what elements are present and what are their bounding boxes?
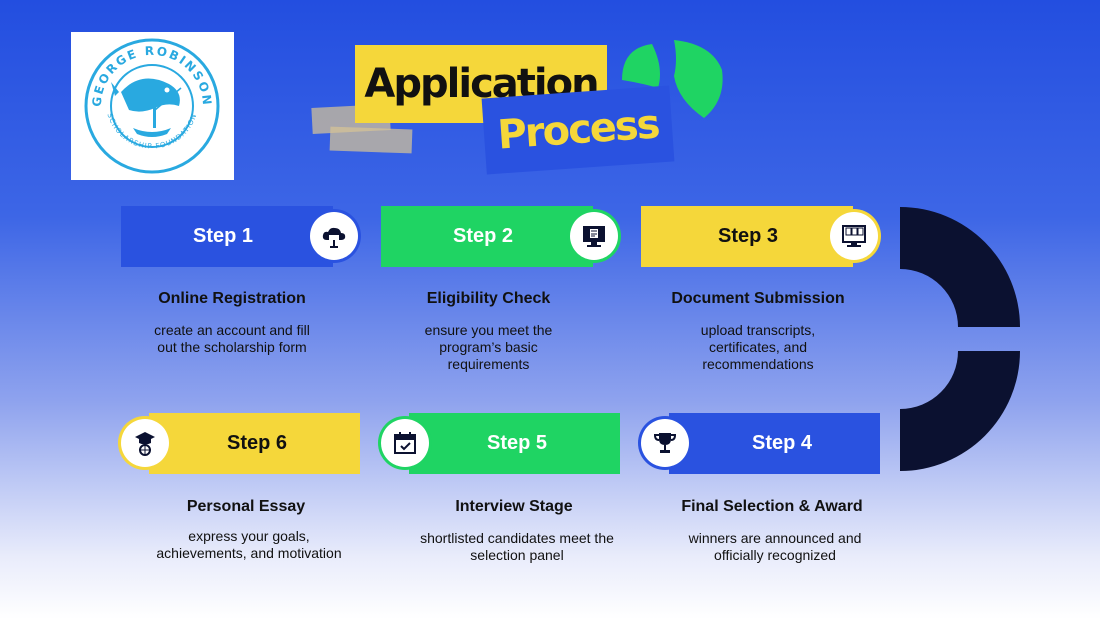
logo-text-bottom: SCHOLARSHIP FOUNDATION — [106, 112, 199, 150]
monitor-documents-icon — [830, 212, 878, 260]
fish-icon — [111, 78, 182, 137]
trophy-icon — [641, 419, 689, 467]
step-1-banner: Step 1 — [121, 206, 361, 267]
step-4-label: Step 4 — [751, 432, 813, 454]
step-5-banner: Step 5 — [378, 413, 621, 474]
step-4-description: winners are announced and officially rec… — [688, 530, 862, 563]
calendar-icon — [381, 419, 429, 467]
step-4-banner: Step 4 — [638, 413, 881, 474]
step-3-description: upload transcripts, certificates, and re… — [700, 322, 816, 372]
step-1-title: Online Registration — [158, 290, 306, 307]
connector-arc — [900, 207, 1020, 471]
step-2-banner: Step 2 — [381, 206, 621, 267]
step-6-description: express your goals, achievements, and mo… — [156, 528, 342, 561]
step-4-title: Final Selection & Award — [681, 498, 863, 515]
graduate-globe-icon — [121, 419, 169, 467]
step-3-title: Document Submission — [671, 290, 845, 307]
tape-decoration — [329, 126, 413, 154]
step-6-label: Step 6 — [226, 432, 288, 454]
step-6-banner: Step 6 — [118, 413, 361, 474]
monitor-checklist-icon — [570, 212, 618, 260]
step-2-label: Step 2 — [452, 225, 514, 247]
foundation-logo: GEORGE ROBINSON SCHOLARSHIP FOUNDATION — [71, 32, 234, 180]
step-3-banner: Step 3 — [641, 206, 881, 267]
step-2-title: Eligibility Check — [426, 290, 551, 307]
step-5-title: Interview Stage — [455, 498, 573, 515]
step-2-description: ensure you meet the program’s basic requ… — [424, 322, 553, 372]
step-1-description: create an account and fill out the schol… — [154, 322, 310, 355]
step-3-label: Step 3 — [717, 225, 779, 247]
title-application: Application — [355, 45, 607, 123]
step-5-description: shortlisted candidates meet the selectio… — [420, 530, 614, 563]
cloud-upload-icon — [310, 212, 358, 260]
title-process: Process — [481, 85, 675, 175]
step-5-label: Step 5 — [486, 432, 548, 454]
step-1-label: Step 1 — [192, 225, 254, 247]
leaf-decoration — [622, 40, 723, 118]
step-6-title: Personal Essay — [186, 498, 306, 515]
